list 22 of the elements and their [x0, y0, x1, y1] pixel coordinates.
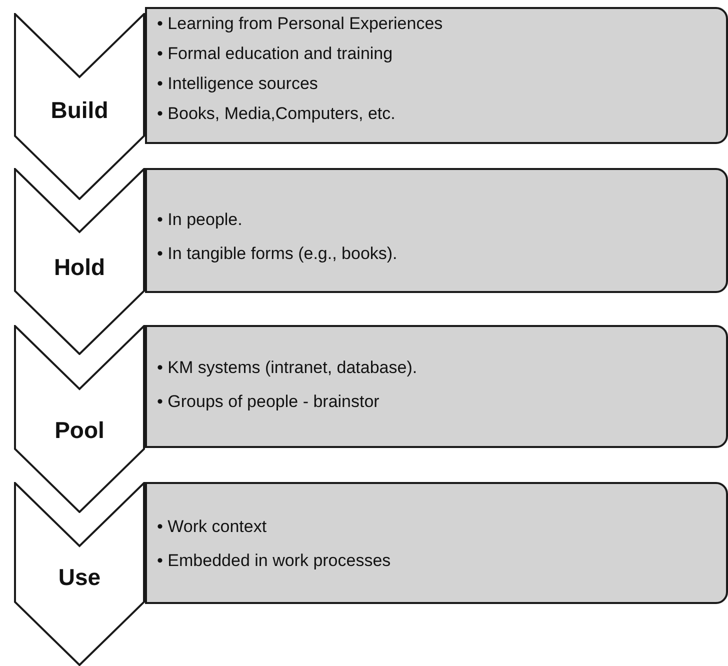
- bullet-item: • Books, Media,Computers, etc.: [157, 103, 396, 125]
- stage-label: Hold: [52, 254, 106, 281]
- bullet-item: • Groups of people - brainstor: [157, 391, 380, 413]
- content-panel: [145, 325, 728, 448]
- bullet-item: • Embedded in work processes: [157, 550, 392, 572]
- stage-label: Pool: [54, 417, 106, 444]
- bullet-item: • Work context: [157, 516, 268, 538]
- content-panel: [145, 168, 728, 293]
- stage-label: Build: [50, 97, 110, 124]
- content-panel: [145, 7, 728, 144]
- stage-label: Use: [57, 564, 102, 591]
- chevron-shape: [14, 325, 145, 513]
- bullet-item: • In tangible forms (e.g., books).: [157, 243, 398, 265]
- content-panel: [145, 482, 728, 604]
- bullet-item: • Learning from Personal Experiences: [157, 13, 444, 35]
- bullet-item: • KM systems (intranet, database).: [157, 357, 418, 379]
- chevron-shape: [14, 168, 145, 355]
- chevron-shape: [14, 13, 145, 200]
- bullet-item: • In people.: [157, 209, 244, 231]
- bullet-item: • Formal education and training: [157, 43, 394, 65]
- chevron-shape: [14, 482, 145, 666]
- bullet-item: • Intelligence sources: [157, 73, 319, 95]
